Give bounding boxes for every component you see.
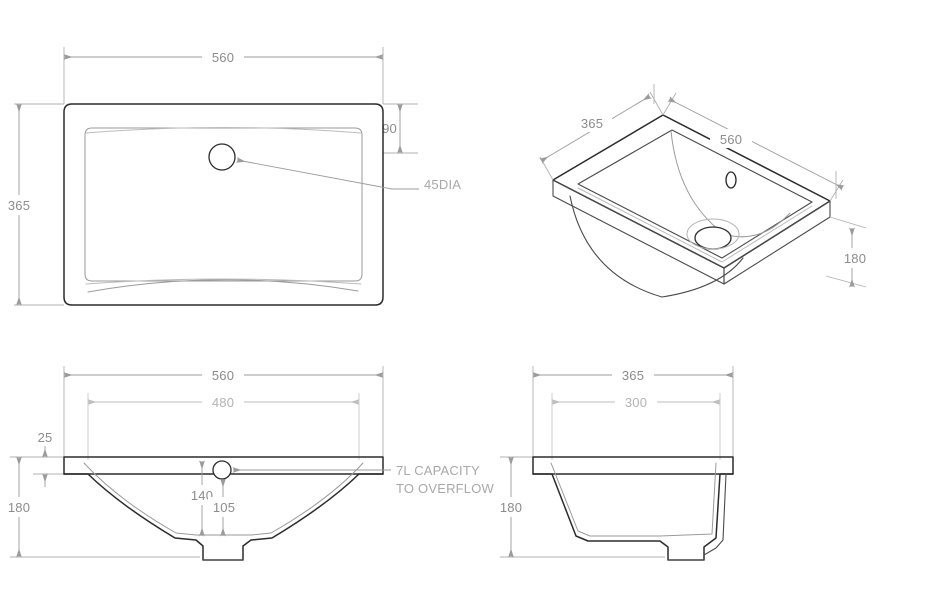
front-dim-180-text-bg — [4, 497, 34, 517]
iso-ext-560-b — [829, 179, 844, 202]
iso-drain-hole — [694, 226, 732, 250]
side-bowl-outline — [532, 473, 734, 561]
front-elevation-view: 560 480 25 180 — [4, 365, 495, 561]
iso-tap-hole — [725, 171, 737, 189]
iso-ext-560-a — [662, 92, 677, 116]
plan-dim-width-text-bg — [202, 47, 244, 66]
iso-dim-560-text: 560 — [720, 132, 742, 147]
plan-bowl-bottom-curve — [87, 279, 359, 293]
iso-dim-560-text-bg — [710, 129, 752, 148]
front-dim-480-text: 480 — [212, 395, 234, 410]
plan-basin-outline — [63, 103, 384, 306]
front-dim-480-text-bg — [202, 392, 244, 411]
side-bowl-right-wall — [703, 473, 727, 556]
plan-bowl-top-curve — [85, 127, 362, 134]
side-elevation-view: 365 300 180 — [496, 365, 734, 561]
iso-dim-180-text: 180 — [844, 251, 866, 266]
front-capacity-label-line1: 7L CAPACITY — [396, 463, 480, 478]
front-dim-140-text: 140 — [191, 488, 213, 503]
plan-taphole-label: 45DIA — [424, 177, 461, 192]
iso-rim-right-side — [723, 200, 831, 285]
front-overflow-hole — [212, 460, 232, 480]
side-rim-slab — [532, 456, 734, 475]
plan-tap-hole — [208, 143, 236, 171]
side-dim-365-text: 365 — [622, 368, 644, 383]
iso-bowl-opening-inner — [577, 187, 813, 263]
iso-dim-560-line — [667, 96, 845, 191]
plan-view: 560 365 90 45DIA — [4, 47, 461, 306]
side-dim-300-text: 300 — [625, 395, 647, 410]
iso-rim-top-face — [552, 114, 831, 269]
plan-taphole-leader — [235, 157, 419, 190]
plan-dim-height-text-bg — [4, 195, 34, 215]
plan-dim-width-text: 560 — [212, 50, 234, 65]
plan-dim-height-text: 365 — [8, 198, 30, 213]
side-dim-300-text-bg — [615, 392, 657, 411]
front-capacity-label-line2: TO OVERFLOW — [396, 481, 495, 496]
front-dim-105-text: 105 — [213, 500, 235, 515]
side-bowl-inner — [550, 462, 717, 537]
iso-dim-180-text-bg — [840, 248, 870, 268]
front-dim-25-text: 25 — [38, 430, 53, 445]
isometric-view: 365 560 180 — [539, 84, 870, 298]
iso-drain-recess — [686, 218, 740, 250]
front-dim-560-text-bg — [202, 365, 244, 384]
plan-dim-taphole-text: 90 — [382, 121, 397, 136]
side-dim-365-text-bg — [612, 365, 654, 384]
iso-dim-365-text: 365 — [581, 116, 603, 131]
front-dim-105-text-bg — [208, 497, 240, 517]
plan-bowl-bottom-curve-faint — [85, 278, 362, 285]
side-dim-180-text-bg — [496, 497, 526, 517]
plan-bowl-rim — [84, 127, 363, 282]
front-dim-180-text: 180 — [8, 500, 30, 515]
iso-dim-365-text-bg — [572, 113, 612, 132]
side-dim-180-text: 180 — [500, 500, 522, 515]
iso-ext-180-bottom — [825, 275, 867, 288]
iso-bowl-underside — [569, 195, 744, 298]
iso-ext-365-a — [649, 91, 664, 116]
iso-ext-180-top — [829, 216, 867, 229]
front-dim-560-text: 560 — [212, 368, 234, 383]
